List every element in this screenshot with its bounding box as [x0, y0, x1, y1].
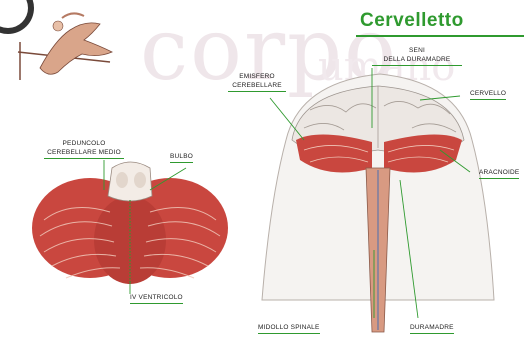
label-peduncolo-line1: PEDUNCOLO	[63, 140, 106, 147]
label-emisfero: EMISFERO CEREBELLARE	[228, 72, 286, 92]
label-seni: SENI DELLA DURAMADRE	[372, 46, 462, 66]
label-emisfero-line1: EMISFERO	[239, 73, 275, 80]
label-bulbo: BULBO	[170, 152, 193, 163]
label-peduncolo-line2: CEREBELLARE MEDIO	[47, 149, 121, 156]
label-iv-ventricolo-text: IV VENTRICOLO	[130, 294, 183, 301]
label-cervello-text: CERVELLO	[470, 90, 506, 97]
brain-posterior-view	[262, 74, 494, 332]
label-seni-line2: DELLA DURAMADRE	[384, 56, 451, 63]
athlete-figure-icon	[18, 13, 112, 80]
cerebellum-inferior-view	[32, 162, 228, 284]
label-iv-ventricolo: IV VENTRICOLO	[130, 293, 183, 304]
label-bulbo-text: BULBO	[170, 153, 193, 160]
label-midollo-spinale-text: MIDOLLO SPINALE	[258, 324, 320, 331]
label-aracnoide: ARACNOIDE	[479, 168, 519, 179]
label-duramadre-text: DURAMADRE	[410, 324, 454, 331]
page-title: Cervelletto	[360, 10, 464, 32]
label-cervello: CERVELLO	[470, 89, 506, 100]
title-underline	[356, 35, 524, 37]
label-seni-line1: SENI	[409, 47, 425, 54]
label-emisfero-line2: CEREBELLARE	[232, 82, 282, 89]
label-aracnoide-text: ARACNOIDE	[479, 169, 519, 176]
label-midollo-spinale: MIDOLLO SPINALE	[258, 323, 320, 334]
label-duramadre: DURAMADRE	[410, 323, 454, 334]
label-peduncolo: PEDUNCOLO CEREBELLARE MEDIO	[44, 139, 124, 159]
